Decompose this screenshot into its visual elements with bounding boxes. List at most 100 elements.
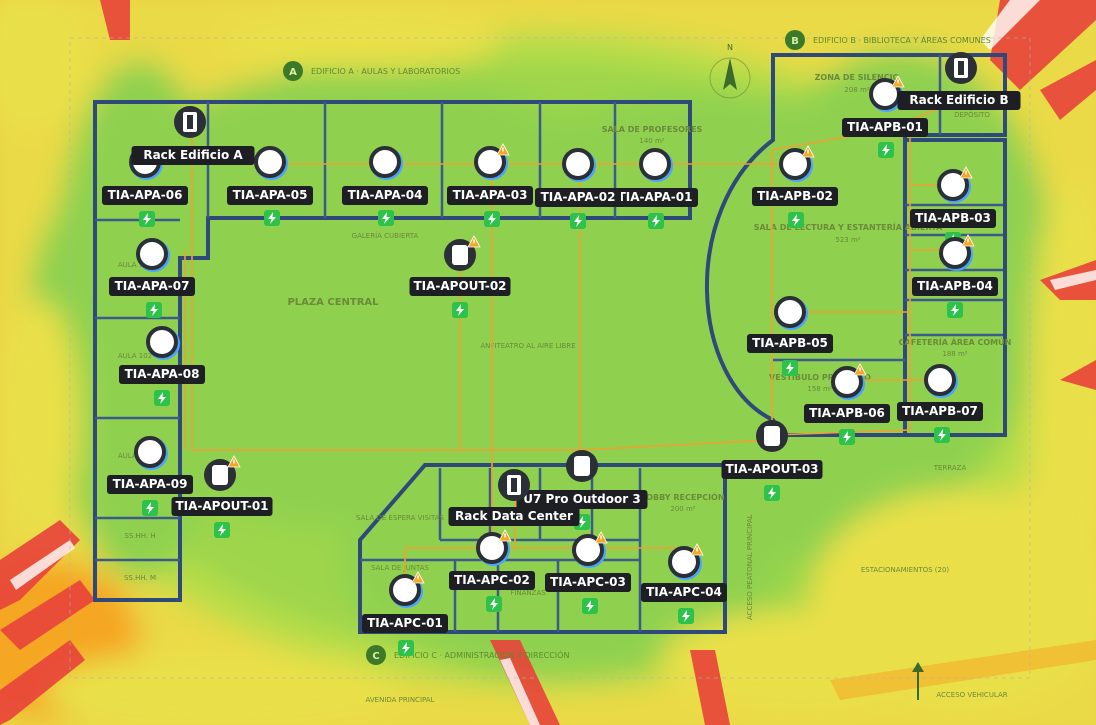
tia-apa-08-access-point-icon[interactable] <box>146 326 180 360</box>
tia-apout-02-warning-triangle-icon[interactable] <box>467 235 481 248</box>
room-cafeteria-area: 188 m² <box>942 350 967 358</box>
room-aula-101: AULA 101 <box>118 261 152 269</box>
tia-apa-03-poe-badge[interactable] <box>484 211 500 227</box>
tia-apc-02-warning-triangle-icon[interactable] <box>498 529 512 542</box>
tia-apa-09-access-point-icon[interactable] <box>134 436 168 470</box>
svg-text:TIA-APB-03: TIA-APB-03 <box>915 211 991 225</box>
tia-apout-01-poe-badge[interactable] <box>214 522 230 538</box>
tia-apb-02-poe-badge[interactable] <box>788 212 804 228</box>
rack-edificio-a-label: Rack Edificio A <box>131 146 255 165</box>
svg-text:TIA-APB-07: TIA-APB-07 <box>902 404 978 418</box>
tia-apb-06-poe-badge[interactable] <box>839 429 855 445</box>
tia-apa-01-access-point-icon[interactable] <box>639 148 673 182</box>
tia-apa-03-warning-triangle-icon[interactable] <box>496 143 510 156</box>
lightning-icon <box>382 212 390 224</box>
svg-text:TIA-APB-01: TIA-APB-01 <box>847 120 923 134</box>
svg-text:TIA-APC-04: TIA-APC-04 <box>646 585 722 599</box>
tia-apc-03-poe-badge[interactable] <box>582 598 598 614</box>
room-sala-profesores-area: 140 m² <box>639 137 664 145</box>
tia-apa-04-poe-badge[interactable] <box>378 210 394 226</box>
lightning-icon <box>882 144 890 156</box>
access-vehicular: ACCESO VEHICULAR <box>936 691 1007 699</box>
lightning-icon <box>158 392 166 404</box>
tia-apa-07-label: TIA-APA-07 <box>109 277 195 296</box>
tia-apa-08-poe-badge[interactable] <box>154 390 170 406</box>
tia-apb-05-access-point-icon[interactable] <box>774 296 808 330</box>
building-badge-b: B EDIFICIO B · BIBLIOTECA Y ÁREAS COMUNE… <box>785 30 991 50</box>
lightning-icon <box>456 304 464 316</box>
svg-text:TIA-APC-03: TIA-APC-03 <box>550 575 626 589</box>
lightning-icon <box>578 516 586 528</box>
svg-text:TIA-APA-01: TIA-APA-01 <box>618 190 693 204</box>
building-badge-a: A EDIFICIO A · AULAS Y LABORATORIOS <box>283 61 460 81</box>
tia-apout-03-label: TIA-APOUT-03 <box>721 460 823 479</box>
tia-apa-02-poe-badge[interactable] <box>570 213 586 229</box>
tia-apa-05-poe-badge[interactable] <box>264 210 280 226</box>
tia-apc-03-warning-triangle-icon[interactable] <box>594 531 608 544</box>
room-zona-silencio-area: 208 m² <box>844 86 869 94</box>
tia-apc-04-poe-badge[interactable] <box>678 608 694 624</box>
tia-apout-03-outdoor-ap-icon[interactable] <box>756 420 788 452</box>
tia-apout-03-poe-badge[interactable] <box>764 485 780 501</box>
tia-apc-02-poe-badge[interactable] <box>486 596 502 612</box>
tia-apa-06-label: TIA-APA-06 <box>102 186 188 205</box>
svg-text:Rack Data Center: Rack Data Center <box>455 509 573 523</box>
north-label: N <box>727 43 733 52</box>
rack-edificio-b-rack-icon[interactable] <box>945 52 977 84</box>
access-peatonal: ACCESO PEATONAL PRINCIPAL <box>746 514 754 620</box>
tia-apa-01-poe-badge[interactable] <box>648 213 664 229</box>
tia-apa-04-access-point-icon[interactable] <box>369 146 403 180</box>
lightning-icon <box>951 304 959 316</box>
room-cafeteria: CAFETERÍA ÁREA COMÚN <box>899 336 1012 347</box>
svg-text:U7 Pro Outdoor 3: U7 Pro Outdoor 3 <box>523 492 640 506</box>
tia-apa-03-label: TIA-APA-03 <box>447 186 533 205</box>
tia-apb-07-poe-badge[interactable] <box>934 427 950 443</box>
tia-apc-01-poe-badge[interactable] <box>398 640 414 656</box>
tia-apa-06-poe-badge[interactable] <box>139 211 155 227</box>
lightning-icon <box>268 212 276 224</box>
svg-text:B: B <box>791 36 799 47</box>
tia-apb-02-label: TIA-APB-02 <box>752 187 838 206</box>
tia-apout-01-warning-triangle-icon[interactable] <box>227 455 241 468</box>
lightning-icon <box>792 214 800 226</box>
tia-apc-04-label: TIA-APC-04 <box>641 583 727 602</box>
room-vestibulo: VESTÍBULO PRÉSTAMO <box>769 371 871 382</box>
rack-data-center-rack-icon[interactable] <box>498 469 530 501</box>
building-b-walls <box>705 53 1007 437</box>
building-c-label: EDIFICIO C · ADMINISTRACIÓN Y DIRECCIÓN <box>394 649 569 660</box>
tia-apb-02-warning-triangle-icon[interactable] <box>801 145 815 158</box>
svg-text:TIA-APA-07: TIA-APA-07 <box>115 279 190 293</box>
tia-apb-01-warning-triangle-icon[interactable] <box>891 75 905 88</box>
tia-apout-02-poe-badge[interactable] <box>452 302 468 318</box>
tia-apb-04-poe-badge[interactable] <box>947 302 963 318</box>
tia-apb-04-warning-triangle-icon[interactable] <box>961 234 975 247</box>
u7-pro-outdoor-3-outdoor-ap-icon[interactable] <box>566 450 598 482</box>
tia-apa-02-access-point-icon[interactable] <box>562 148 596 182</box>
tia-apb-03-warning-triangle-icon[interactable] <box>959 166 973 179</box>
svg-text:Rack Edificio A: Rack Edificio A <box>143 148 243 162</box>
tia-apa-05-access-point-icon[interactable] <box>254 146 288 180</box>
tia-apb-07-access-point-icon[interactable] <box>924 364 958 398</box>
tia-apa-07-access-point-icon[interactable] <box>136 238 170 272</box>
tia-apb-01-poe-badge[interactable] <box>878 142 894 158</box>
tia-apc-04-warning-triangle-icon[interactable] <box>690 543 704 556</box>
room-sala-espera: SALA DE ESPERA VISITAS <box>356 514 444 522</box>
tia-apb-06-warning-triangle-icon[interactable] <box>853 363 867 376</box>
tia-apc-01-warning-triangle-icon[interactable] <box>411 571 425 584</box>
svg-text:TIA-APOUT-03: TIA-APOUT-03 <box>725 462 818 476</box>
tia-apb-05-label: TIA-APB-05 <box>747 334 833 353</box>
lightning-icon <box>490 598 498 610</box>
tia-apb-03-label: TIA-APB-03 <box>910 209 996 228</box>
svg-text:TIA-APB-05: TIA-APB-05 <box>752 336 828 350</box>
svg-text:TIA-APC-01: TIA-APC-01 <box>367 616 443 630</box>
devices-layer[interactable]: TIA-APA-01TIA-APA-02TIA-APA-03TIA-APA-04… <box>102 52 1021 656</box>
rack-edificio-a-rack-icon[interactable] <box>174 106 206 138</box>
svg-text:TIA-APOUT-02: TIA-APOUT-02 <box>413 279 506 293</box>
tia-apb-05-poe-badge[interactable] <box>782 360 798 376</box>
room-aula-102: AULA 102 <box>118 352 152 360</box>
tia-apc-03-label: TIA-APC-03 <box>545 573 631 592</box>
tia-apa-07-poe-badge[interactable] <box>146 302 162 318</box>
tia-apa-09-poe-badge[interactable] <box>142 500 158 516</box>
